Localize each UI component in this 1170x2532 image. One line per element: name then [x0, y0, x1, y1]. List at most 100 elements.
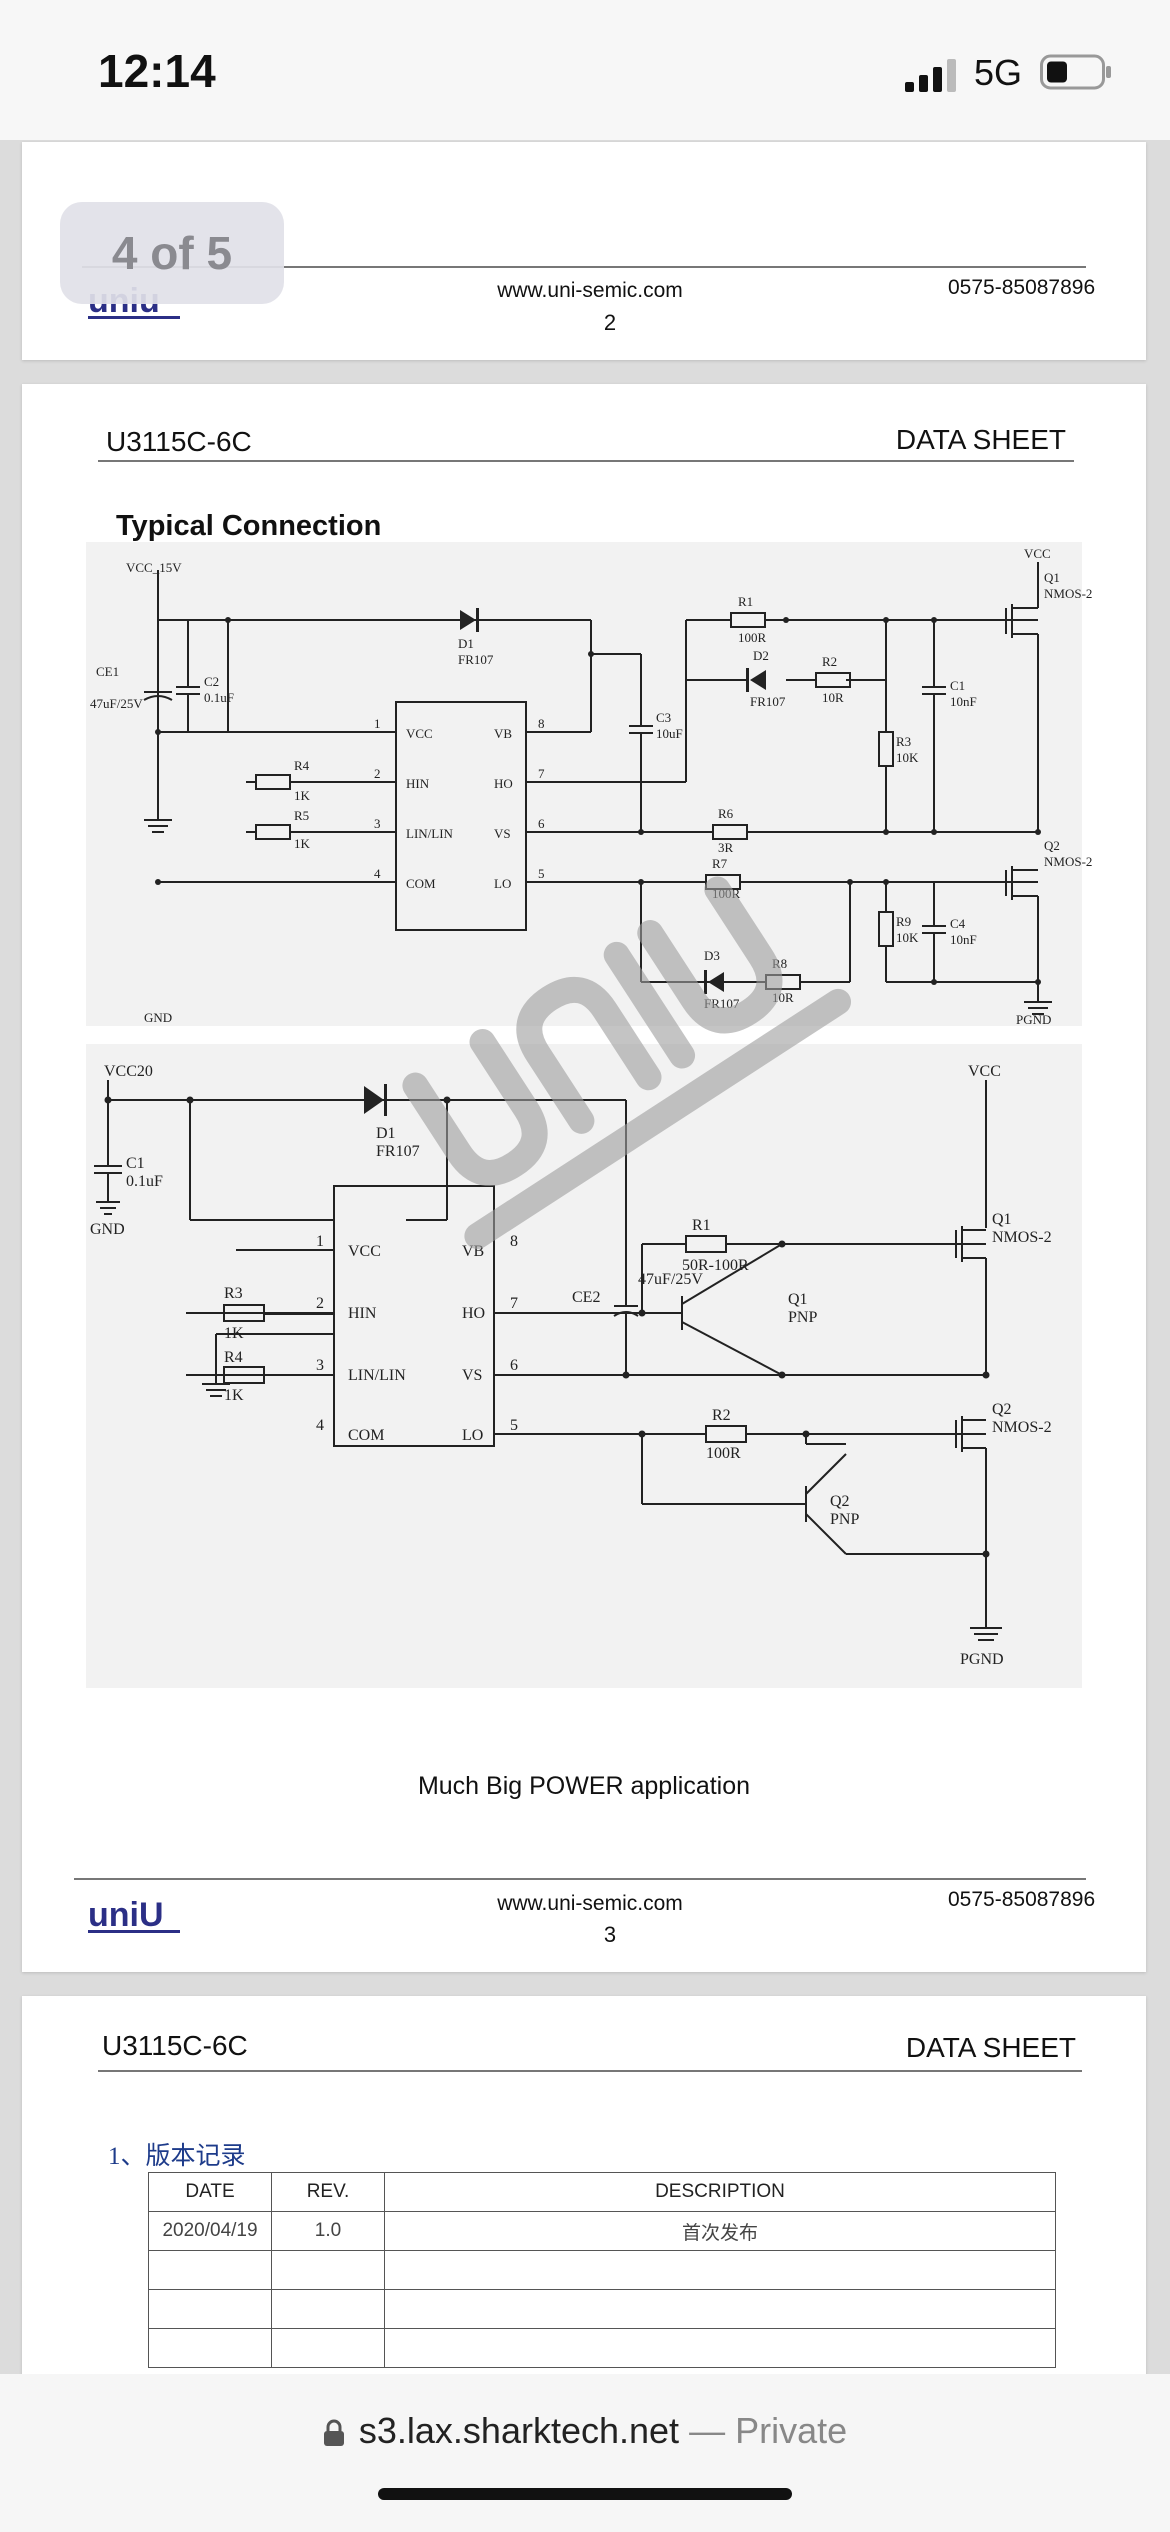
home-indicator[interactable] — [378, 2488, 792, 2500]
svg-text:C1: C1 — [126, 1155, 145, 1172]
svg-text:HIN: HIN — [406, 776, 430, 791]
url-domain: s3.lax.sharktech.net — [358, 2410, 680, 2451]
network-type: 5G — [974, 52, 1023, 93]
svg-text:GND: GND — [90, 1221, 125, 1238]
svg-text:Q2: Q2 — [1044, 838, 1060, 853]
svg-text:7: 7 — [538, 766, 545, 781]
version-history-title: 1、版本记录 — [108, 2143, 246, 2170]
svg-text:PGND: PGND — [960, 1651, 1004, 1668]
svg-text:1K: 1K — [224, 1387, 244, 1404]
svg-text:HO: HO — [462, 1305, 485, 1322]
cell-date: 2020/04/19 — [148, 2211, 272, 2251]
svg-text:NMOS-2: NMOS-2 — [992, 1229, 1052, 1246]
svg-text:2: 2 — [316, 1295, 324, 1312]
private-label: — Private — [689, 2410, 848, 2451]
footer-rule — [74, 1878, 1086, 1880]
svg-text:R7: R7 — [712, 856, 728, 871]
part-number: U3115C-6C — [106, 426, 252, 457]
svg-text:PGND: PGND — [1016, 1012, 1051, 1027]
header-rule — [98, 2070, 1082, 2072]
page-indicator: 4 of 5 — [60, 202, 284, 304]
svg-text:4: 4 — [316, 1417, 324, 1434]
svg-text:LO: LO — [462, 1427, 483, 1444]
svg-text:COM: COM — [406, 876, 436, 891]
svg-text:10K: 10K — [896, 750, 919, 765]
svg-text:uniU: uniU — [88, 1896, 164, 1934]
svg-text:Q2: Q2 — [992, 1401, 1012, 1418]
svg-text:C2: C2 — [204, 674, 219, 689]
svg-text:R5: R5 — [294, 808, 309, 823]
svg-text:47uF/25V: 47uF/25V — [90, 696, 143, 711]
svg-text:3R: 3R — [718, 840, 734, 855]
svg-text:VCC20: VCC20 — [104, 1063, 153, 1080]
svg-text:50R-100R: 50R-100R — [682, 1257, 749, 1274]
svg-text:1: 1 — [374, 716, 381, 731]
svg-text:1: 1 — [316, 1233, 324, 1250]
table-row: 2020/04/19 1.0 首次发布 — [148, 2211, 1056, 2251]
svg-text:Q2: Q2 — [830, 1493, 850, 1510]
table-row — [148, 2328, 1056, 2368]
footer-website: www.uni-semic.com — [497, 1892, 683, 1915]
svg-text:GND: GND — [144, 1010, 172, 1025]
svg-text:Q1: Q1 — [1044, 570, 1060, 585]
lock-icon — [323, 2420, 344, 2447]
svg-text:R9: R9 — [896, 914, 911, 929]
svg-text:R4: R4 — [224, 1349, 243, 1366]
cell-description: 首次发布 — [384, 2211, 1056, 2251]
svg-text:8: 8 — [510, 1233, 518, 1250]
svg-text:4: 4 — [374, 866, 381, 881]
svg-text:C1: C1 — [950, 678, 965, 693]
svg-text:R4: R4 — [294, 758, 310, 773]
svg-text:10nF: 10nF — [950, 932, 977, 947]
address-field[interactable]: s3.lax.sharktech.net — Private — [0, 2410, 1170, 2452]
svg-text:Q1: Q1 — [788, 1291, 808, 1308]
svg-text:VCC: VCC — [348, 1243, 381, 1260]
svg-text:R6: R6 — [718, 806, 734, 821]
svg-text:2: 2 — [374, 766, 381, 781]
section-title: Typical Connection — [116, 510, 382, 542]
svg-text:100R: 100R — [706, 1445, 741, 1462]
doc-type: DATA SHEET — [895, 424, 1066, 455]
svg-text:8: 8 — [538, 716, 545, 731]
uniu-logo: uniU — [88, 1896, 180, 1934]
svg-text:R3: R3 — [896, 734, 911, 749]
svg-text:C4: C4 — [950, 916, 966, 931]
svg-text:0.1uF: 0.1uF — [126, 1173, 163, 1190]
cell-rev: 1.0 — [271, 2211, 385, 2251]
svg-text:PNP: PNP — [830, 1511, 859, 1528]
svg-text:10nF: 10nF — [950, 694, 977, 709]
clock: 12:14 — [98, 45, 216, 97]
svg-text:Q1: Q1 — [992, 1211, 1012, 1228]
status-bar: 12:14 5G — [0, 0, 1170, 140]
svg-text:0.1uF: 0.1uF — [204, 690, 234, 705]
svg-text:LIN/LIN: LIN/LIN — [406, 826, 454, 841]
svg-text:R1: R1 — [692, 1217, 711, 1234]
svg-text:100R: 100R — [738, 630, 767, 645]
footer-phone: 0575-85087896 — [948, 1888, 1096, 1911]
col-rev: REV. — [271, 2172, 385, 2212]
table-row — [148, 2250, 1056, 2290]
svg-text:FR107: FR107 — [376, 1143, 420, 1160]
svg-text:R3: R3 — [224, 1285, 243, 1302]
svg-text:NMOS-2: NMOS-2 — [1044, 854, 1092, 869]
svg-text:1K: 1K — [294, 788, 311, 803]
svg-text:6: 6 — [510, 1357, 518, 1374]
document-page-4: U3115C-6C DATA SHEET 1、版本记录 DATE REV. DE… — [22, 1996, 1146, 2396]
battery-icon — [1040, 54, 1111, 90]
figure-caption: Much Big POWER application — [417, 1772, 751, 1800]
svg-text:47uF/25V: 47uF/25V — [638, 1271, 703, 1288]
svg-text:NMOS-2: NMOS-2 — [1044, 586, 1092, 601]
svg-text:7: 7 — [510, 1295, 518, 1312]
col-description: DESCRIPTION — [384, 2172, 1056, 2212]
svg-text:D1: D1 — [458, 636, 474, 651]
svg-text:3: 3 — [316, 1357, 324, 1374]
svg-text:LO: LO — [494, 876, 511, 891]
svg-text:COM: COM — [348, 1427, 384, 1444]
svg-text:R2: R2 — [822, 654, 837, 669]
svg-text:HIN: HIN — [348, 1305, 377, 1322]
svg-text:5: 5 — [538, 866, 545, 881]
svg-text:1K: 1K — [224, 1325, 244, 1342]
svg-text:10K: 10K — [896, 930, 919, 945]
svg-text:6: 6 — [538, 816, 545, 831]
svg-text:D3: D3 — [704, 948, 720, 963]
